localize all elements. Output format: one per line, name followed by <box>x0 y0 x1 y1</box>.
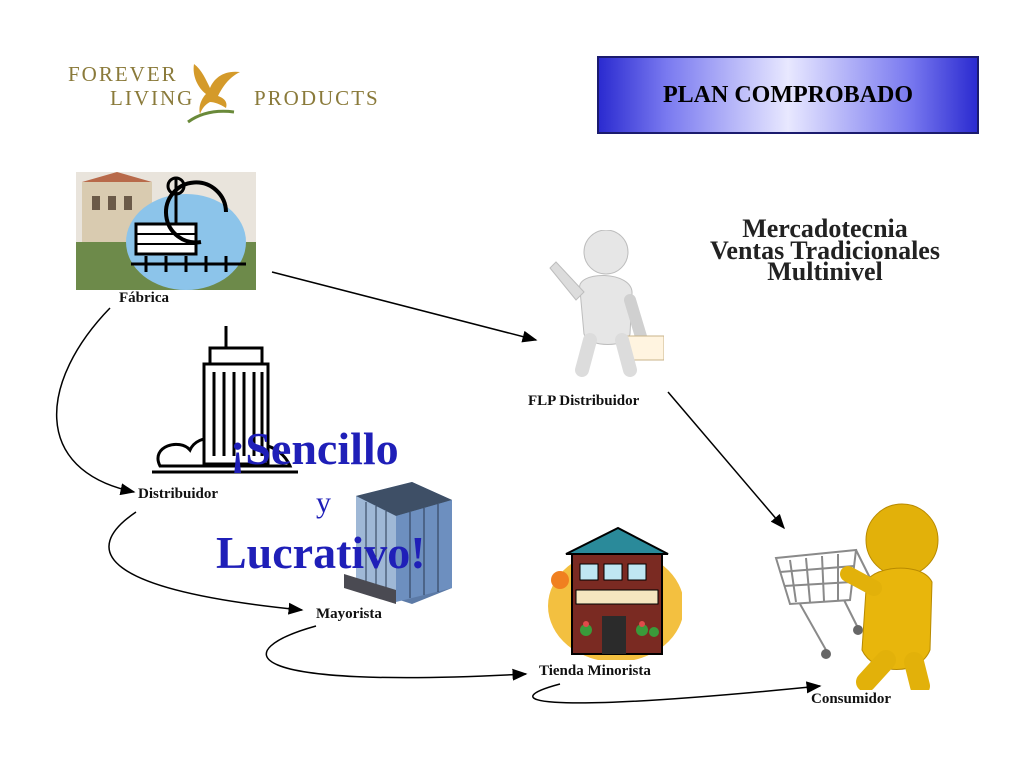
headline-line-2: Ventas Tradicionales <box>710 236 940 265</box>
arrow-flp-consumidor <box>667 391 785 530</box>
logo-text-living: LIVING <box>110 86 195 110</box>
slogan-y: y <box>316 486 331 519</box>
slogan-lucrativo: Lucrativo! <box>216 527 426 578</box>
headline-line-3: Multinivel <box>767 257 883 286</box>
arrow-distribuidor-mayorista <box>108 511 304 615</box>
plan-title: PLAN COMPROBADO <box>663 81 913 108</box>
store-icon <box>548 526 682 660</box>
logo-text-products: PRODUCTS <box>254 86 380 110</box>
logo-text-forever: FOREVER <box>68 62 178 86</box>
person-3d-icon <box>549 230 664 377</box>
slogan-sencillo: ¡Sencillo <box>230 423 399 474</box>
arrow-tienda-consumidor <box>532 681 822 704</box>
label-fabrica: Fábrica <box>119 290 169 306</box>
label-tienda-minorista: Tienda Minorista <box>539 663 651 679</box>
label-flp-distribuidor: FLP Distribuidor <box>528 393 640 409</box>
label-consumidor: Consumidor <box>811 691 892 707</box>
shopping-cart-icon <box>774 503 939 690</box>
arrow-mayorista-tienda <box>265 625 528 681</box>
headline-line-1: Mercadotecnia <box>742 214 908 243</box>
arrow-fabrica-distribuidor <box>56 307 136 496</box>
office-building-icon <box>344 482 452 604</box>
forever-living-logo: FOREVER LIVING PRODUCTS <box>66 58 378 128</box>
plan-title-box: PLAN COMPROBADO <box>597 56 979 134</box>
eagle-logo-icon <box>187 64 240 124</box>
label-mayorista: Mayorista <box>316 606 382 622</box>
arrow-fabrica-flp <box>271 271 538 343</box>
label-distribuidor: Distribuidor <box>138 486 219 502</box>
skyscraper-icon <box>152 326 298 474</box>
factory-icon <box>76 172 256 290</box>
